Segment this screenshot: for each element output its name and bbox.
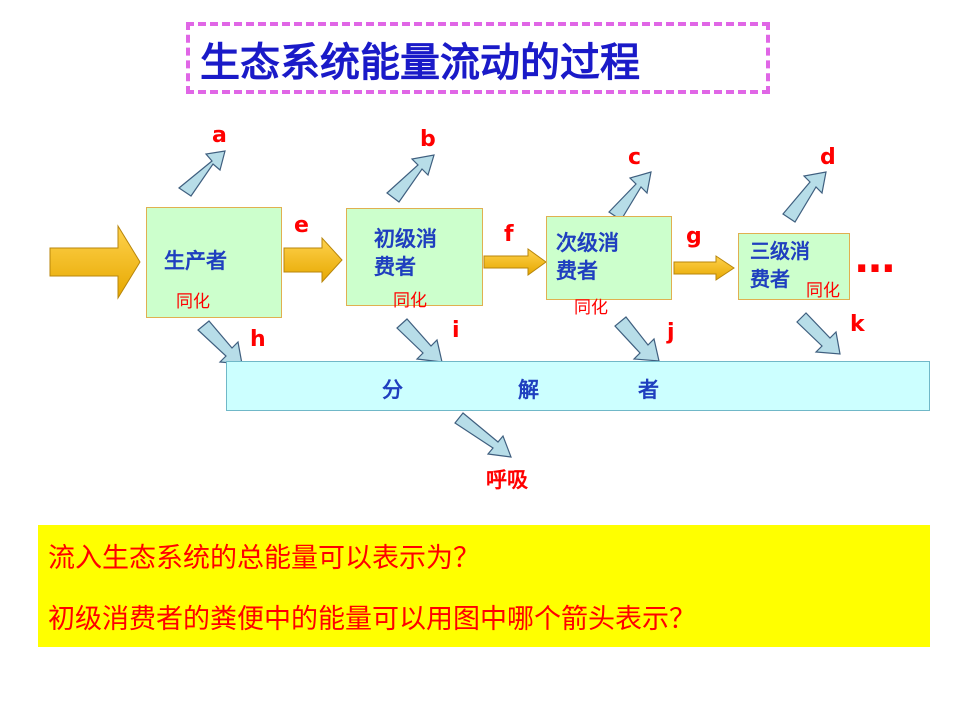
arrow-d [782, 171, 827, 223]
arrow-f [483, 248, 547, 276]
continuation-ellipsis: … [855, 236, 897, 282]
arrow-g [673, 255, 735, 281]
primary-consumer-assimilation: 同化 [393, 291, 427, 311]
decomposer-char-2: 解 [518, 378, 539, 402]
question-1: 流入生态系统的总能量可以表示为？ [48, 543, 480, 574]
label-d: d [820, 145, 836, 170]
label-c: c [628, 145, 642, 170]
producer-node [146, 207, 282, 318]
respiration-label: 呼吸 [486, 468, 528, 492]
arrow-b [386, 154, 435, 203]
label-f: f [504, 222, 514, 247]
primary-consumer-label-line1: 初级消 [374, 227, 437, 251]
secondary-consumer-label-line1: 次级消 [556, 231, 619, 255]
label-a: a [212, 123, 227, 148]
producer-assimilation: 同化 [176, 292, 210, 312]
tertiary-consumer-assimilation: 同化 [806, 281, 840, 301]
tertiary-consumer-node [738, 233, 850, 300]
secondary-consumer-node [546, 216, 672, 300]
arrow-k [796, 312, 841, 355]
label-i: i [452, 318, 460, 343]
decomposer-char-1: 分 [382, 378, 403, 402]
label-k: k [850, 312, 865, 337]
arrow-h [197, 320, 243, 365]
arrow-c [608, 171, 652, 221]
secondary-consumer-assimilation: 同化 [574, 298, 608, 318]
secondary-consumer-label-line2: 费者 [556, 259, 598, 283]
title-frame [186, 22, 770, 94]
page-title: 生态系统能量流动的过程 [200, 40, 640, 86]
arrow-i [396, 318, 443, 363]
label-b: b [420, 127, 436, 152]
primary-consumer-node [346, 208, 483, 306]
label-e: e [294, 213, 309, 238]
decomposer-char-3: 者 [638, 378, 659, 402]
input-energy-arrow [49, 224, 141, 300]
question-panel [38, 525, 930, 647]
tertiary-consumer-label-line1: 三级消 [750, 239, 810, 263]
label-g: g [686, 224, 702, 249]
arrow-j [614, 316, 660, 362]
tertiary-consumer-label-line2: 费者 [750, 267, 790, 291]
primary-consumer-label-line2: 费者 [374, 255, 416, 279]
arrow-e [283, 236, 343, 284]
decomposer-node [226, 361, 930, 411]
label-j: j [667, 320, 675, 345]
question-2: 初级消费者的粪便中的能量可以用图中哪个箭头表示？ [48, 604, 696, 635]
arrow-a [177, 150, 226, 197]
producer-label: 生产者 [164, 249, 227, 273]
label-h: h [250, 327, 266, 352]
respiration-arrow [454, 412, 512, 458]
